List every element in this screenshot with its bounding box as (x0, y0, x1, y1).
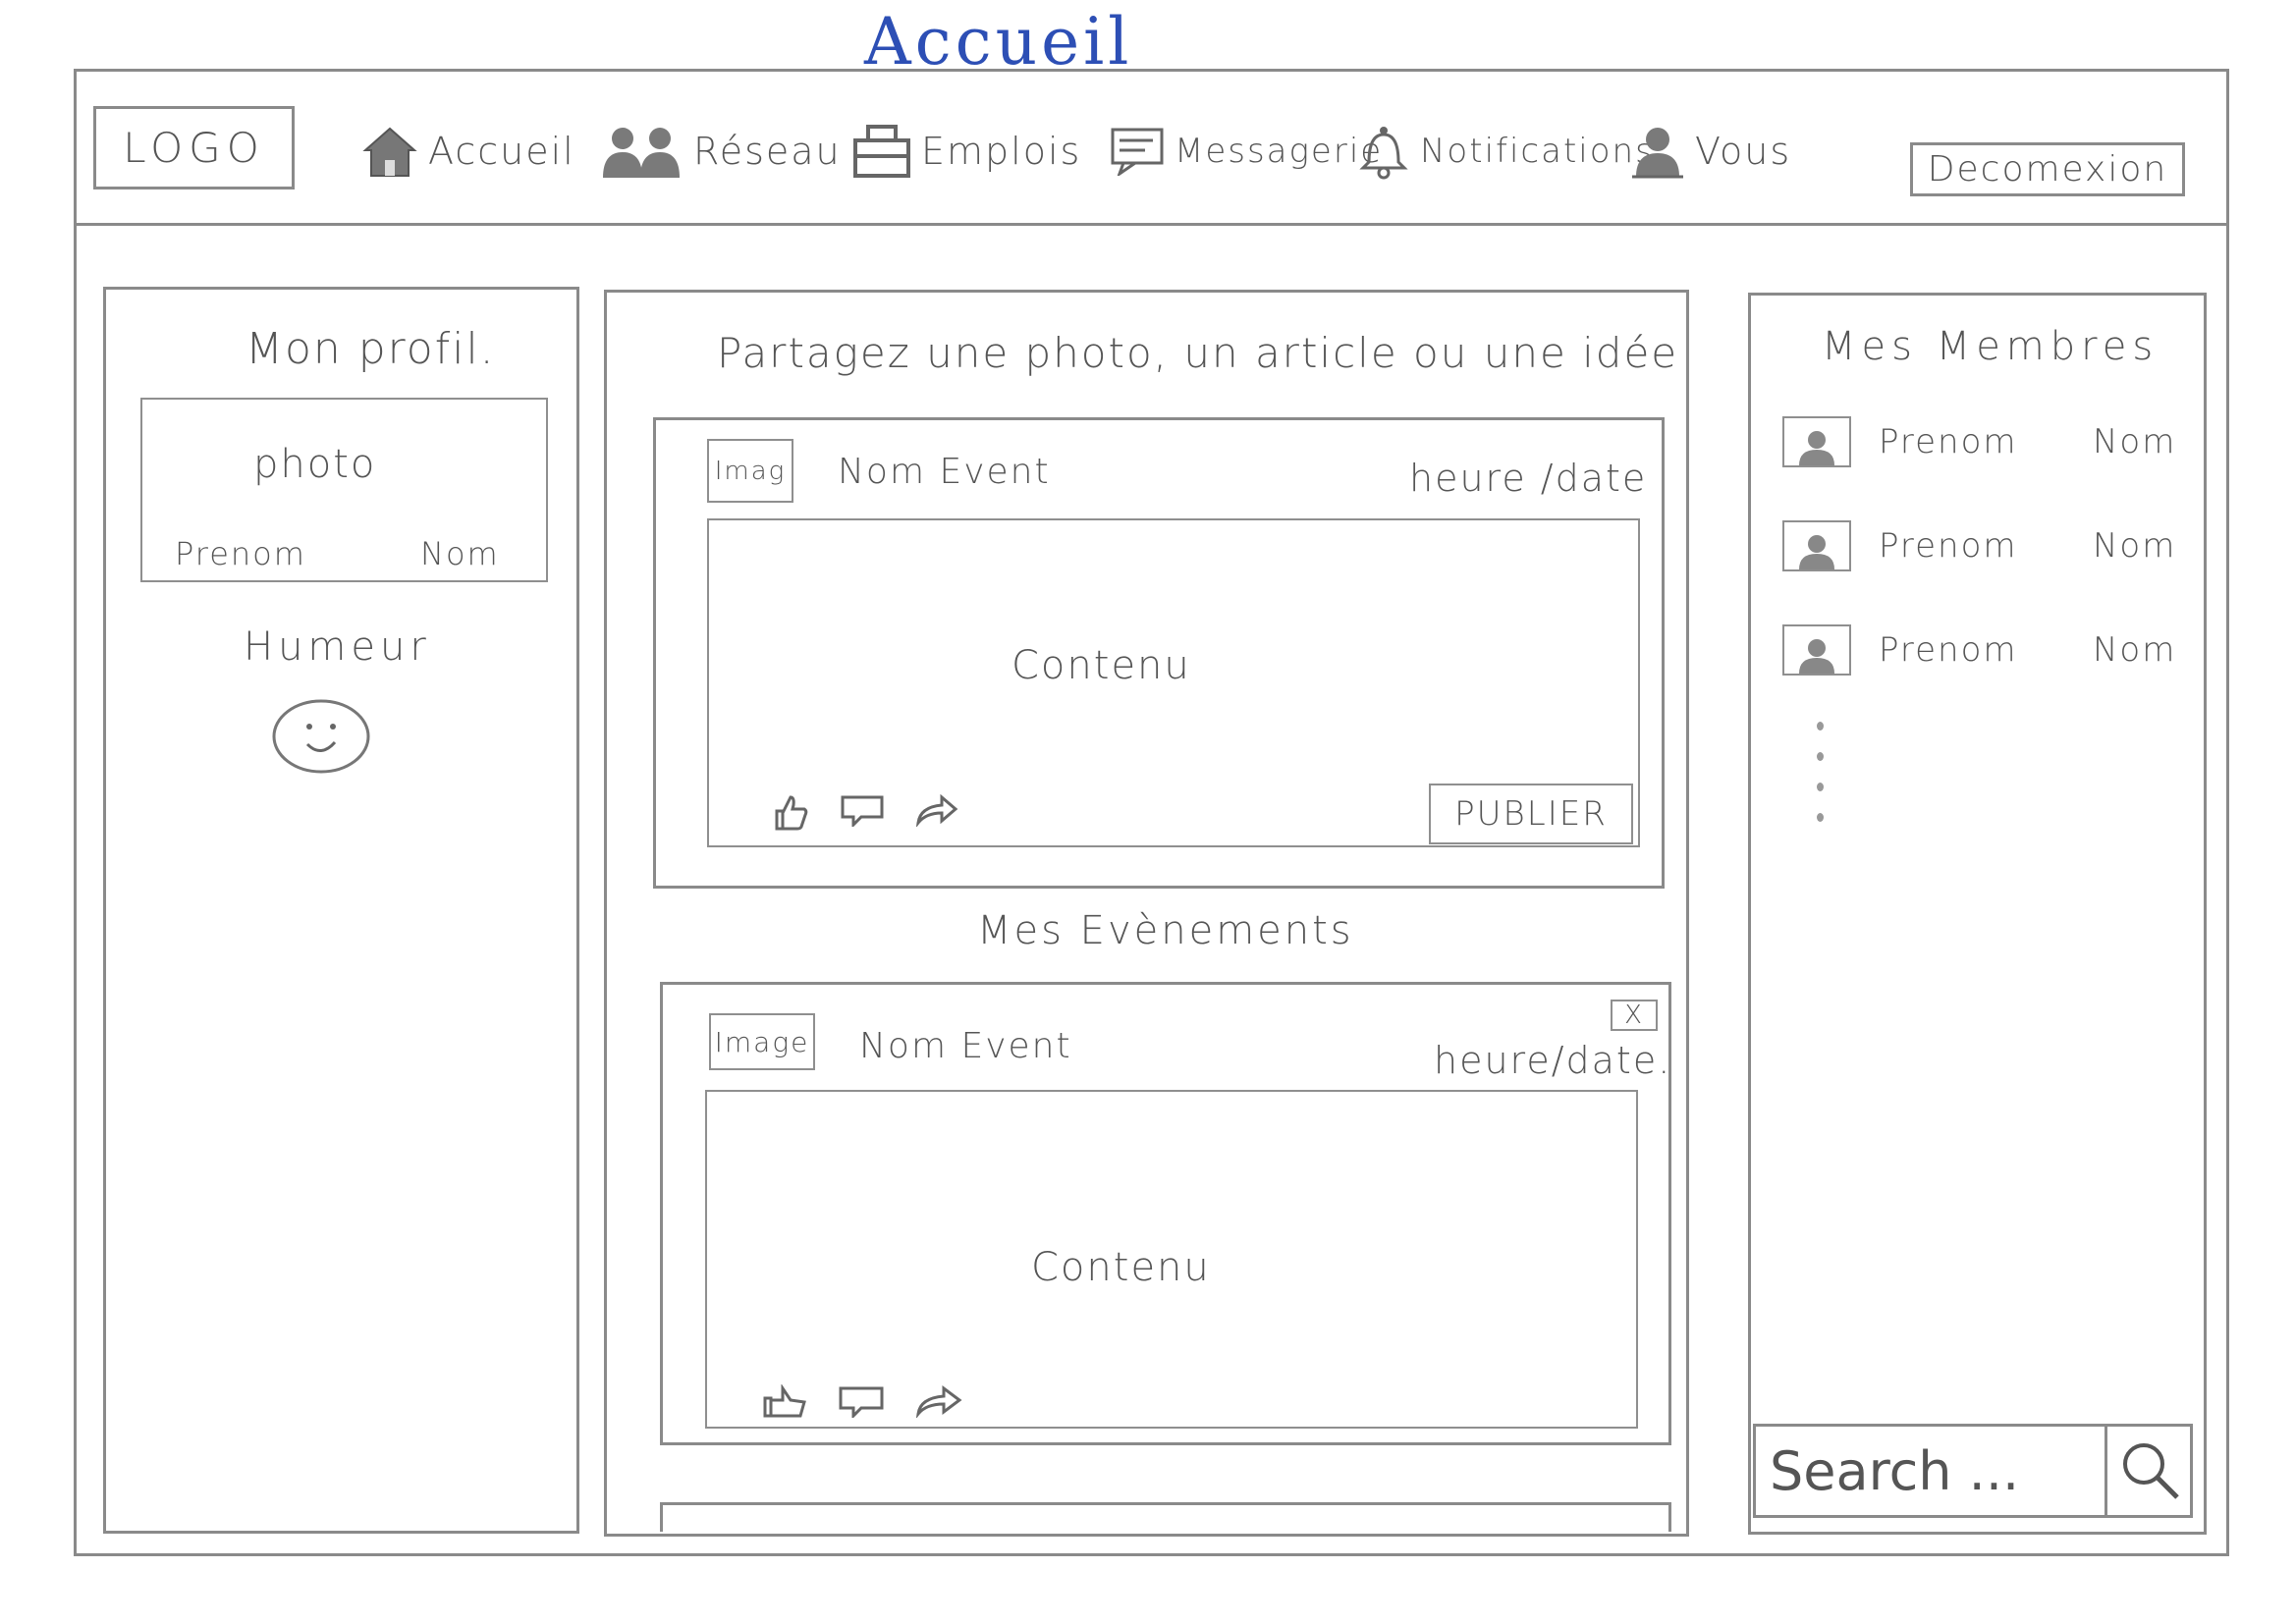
event-time: heure/date. (1434, 1039, 1672, 1082)
share-prompt[interactable]: Partagez une photo, un article ou une id… (717, 329, 1679, 377)
search-box (1753, 1424, 2193, 1518)
member-last-name: Nom (2093, 526, 2177, 566)
profile-title: Mon profil. (246, 324, 496, 374)
avatar-icon (1782, 520, 1851, 571)
logout-button[interactable]: Decomexion (1910, 142, 2185, 196)
member-item[interactable]: Prenom Nom (1782, 416, 2176, 467)
nav-vous[interactable]: Vous (1630, 116, 1791, 187)
nav-label: Réseau (693, 130, 842, 173)
event-content: Contenu (1031, 1245, 1211, 1290)
nav-label: Emplois (921, 130, 1082, 173)
nav-label: Vous (1695, 130, 1792, 173)
event-name: Nom Event (859, 1026, 1072, 1066)
publish-button[interactable]: PUBLIER (1429, 784, 1633, 844)
member-last-name: Nom (2093, 630, 2177, 670)
post-event-name: Nom Event (838, 452, 1051, 492)
network-icon (603, 128, 680, 178)
share-icon[interactable] (914, 1384, 963, 1418)
event-card (660, 982, 1671, 1445)
member-item[interactable]: Prenom Nom (1782, 520, 2176, 571)
nav-label: Messagerie (1175, 132, 1384, 171)
profile-first-name: Prenom (175, 535, 306, 572)
profile-photo[interactable]: photo (253, 442, 377, 487)
events-title: Mes Evènements (977, 908, 1354, 953)
nav-accueil[interactable]: Accueil (361, 116, 575, 187)
event-image[interactable]: Image (709, 1013, 815, 1070)
avatar-icon (1782, 416, 1851, 467)
post-content: Contenu (1011, 643, 1191, 688)
post-time: heure /date (1409, 457, 1648, 500)
search-divider (2105, 1424, 2107, 1518)
post-actions (771, 793, 959, 833)
like-icon[interactable] (761, 1384, 808, 1420)
mood-label: Humeur (244, 624, 431, 670)
nav-notifications[interactable]: Notifications (1357, 116, 1655, 187)
close-icon[interactable]: X (1611, 1000, 1658, 1031)
member-last-name: Nom (2093, 422, 2177, 461)
page-title: Accueil (864, 4, 1133, 80)
member-first-name: Prenom (1879, 526, 2018, 566)
post-composer (653, 417, 1665, 889)
home-icon (362, 127, 417, 177)
avatar-icon (1782, 624, 1851, 676)
post-content-area[interactable] (707, 518, 1640, 847)
search-icon (2123, 1442, 2179, 1499)
search-button[interactable] (2111, 1429, 2190, 1512)
post-image[interactable]: Imag (707, 439, 793, 503)
briefcase-icon (853, 125, 910, 178)
comment-icon[interactable] (838, 1384, 885, 1418)
profile-card[interactable] (140, 398, 548, 582)
nav-label: Notifications (1420, 132, 1655, 171)
comment-icon[interactable] (840, 793, 885, 827)
member-first-name: Prenom (1879, 422, 2018, 461)
members-panel (1748, 293, 2207, 1535)
profile-last-name: Nom (420, 535, 500, 572)
like-icon[interactable] (771, 793, 810, 833)
nav-messagerie[interactable]: Messagerie (1110, 116, 1383, 187)
nav-label: Accueil (428, 130, 575, 173)
logo[interactable]: LOGO (93, 106, 295, 189)
next-event-card (660, 1502, 1671, 1532)
profile-panel (103, 287, 579, 1534)
smiley-icon[interactable] (270, 697, 373, 776)
header-bar (74, 69, 2229, 226)
user-icon (1632, 128, 1683, 179)
message-icon (1111, 128, 1164, 176)
member-item[interactable]: Prenom Nom (1782, 624, 2176, 676)
feed-panel (604, 290, 1689, 1537)
nav-emplois[interactable]: Emplois (852, 116, 1081, 187)
more-members-indicator (1817, 722, 1824, 822)
app-window (74, 69, 2229, 1556)
members-title: Mes Membres (1822, 324, 2159, 369)
nav-reseau[interactable]: Réseau (599, 116, 842, 187)
share-icon[interactable] (914, 793, 959, 827)
event-content-area (705, 1090, 1638, 1429)
event-actions (761, 1384, 963, 1420)
member-first-name: Prenom (1879, 630, 2018, 670)
search-input[interactable] (1768, 1436, 2092, 1505)
bell-icon (1359, 127, 1408, 180)
